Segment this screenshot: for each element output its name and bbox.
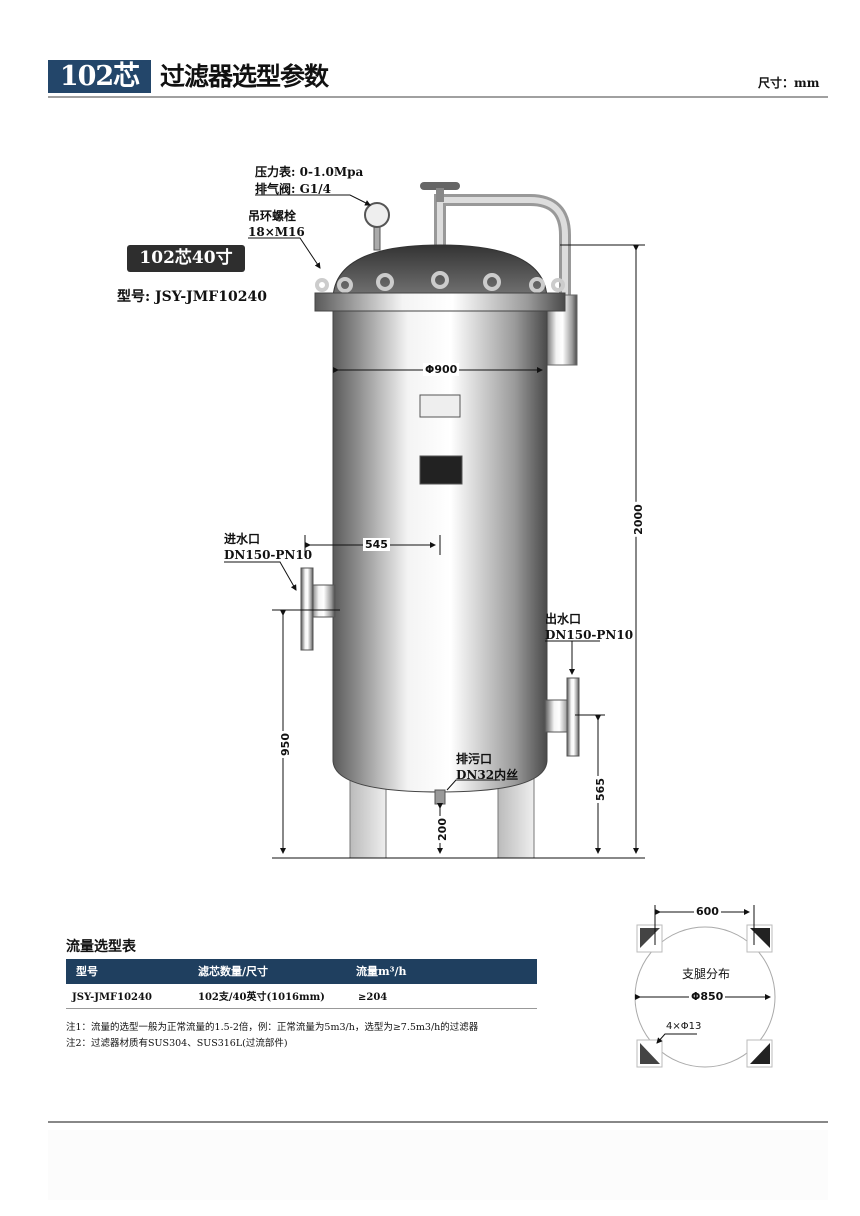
table-title: 流量选型表 xyxy=(66,939,136,955)
footer-area xyxy=(48,1130,828,1200)
outlet-nozzle xyxy=(544,677,580,757)
dimension-lines xyxy=(224,194,645,859)
outlet-spec: DN150-PN10 xyxy=(545,628,634,642)
nameplate-dark xyxy=(419,455,463,485)
page-title: 过滤器选型参数 xyxy=(160,62,329,91)
outlet-label: 出水口 xyxy=(545,612,582,626)
eyebolt-spec: 18×M16 xyxy=(248,225,305,239)
drain-spec: DN32内丝 xyxy=(456,768,519,782)
model-label: 型号: JSY-JMF10240 xyxy=(117,289,267,305)
gauge-label: 压力表: 0-1.0Mpa xyxy=(255,165,364,179)
dim-height: 2000 xyxy=(631,502,645,537)
legs-holes: 4×Φ13 xyxy=(666,1021,702,1032)
drain-nozzle xyxy=(434,789,446,805)
dim-inlet-offset: 545 xyxy=(363,538,390,551)
footer-divider xyxy=(48,1121,828,1123)
cell-flow: ≥204 xyxy=(358,992,388,1003)
spec-badge: 102芯40寸 xyxy=(127,245,245,272)
legs-diagram xyxy=(634,905,776,1068)
unit-label: 尺寸：mm xyxy=(758,76,820,90)
eye-bolts xyxy=(315,271,565,293)
pressure-gauge xyxy=(364,202,390,251)
header-divider xyxy=(48,96,828,98)
title-badge: 102芯 xyxy=(48,60,151,93)
inlet-spec: DN150-PN10 xyxy=(224,548,313,562)
top-flange xyxy=(314,292,566,312)
drain-label: 排污口 xyxy=(456,752,493,766)
leg-spacing: 600 xyxy=(694,905,721,918)
inlet-nozzle xyxy=(300,567,336,651)
dim-drain-height: 200 xyxy=(435,816,449,843)
legs-title: 支腿分布 xyxy=(682,967,731,981)
table-row: JSY-JMF10240 102支/40英寸(1016mm) ≥204 xyxy=(66,988,537,1009)
nameplate xyxy=(419,394,461,418)
col-model: 型号 xyxy=(76,965,98,978)
inlet-label: 进水口 xyxy=(224,532,261,546)
col-cartridge: 滤芯数量/尺寸 xyxy=(198,965,269,978)
note-1: 注1：流量的选型一般为正常流量的1.5-2倍，例：正常流量为5m3/h，选型为≥… xyxy=(66,1022,479,1033)
cell-cartridge: 102支/40英寸(1016mm) xyxy=(198,992,325,1003)
cell-model: JSY-JMF10240 xyxy=(72,992,152,1003)
legs-circle: Φ850 xyxy=(689,990,726,1003)
dim-outlet-height: 565 xyxy=(593,776,607,803)
dim-diameter: Φ900 xyxy=(423,363,460,376)
dim-inlet-height: 950 xyxy=(278,731,292,758)
vent-label: 排气阀: G1/4 xyxy=(255,182,331,196)
note-2: 注2：过滤器材质有SUS304、SUS316L(过流部件) xyxy=(66,1038,288,1049)
eyebolt-label: 吊环螺栓 xyxy=(248,209,297,223)
col-flow: 流量m³/h xyxy=(356,965,407,978)
table-header: 型号 滤芯数量/尺寸 流量m³/h xyxy=(66,959,537,984)
